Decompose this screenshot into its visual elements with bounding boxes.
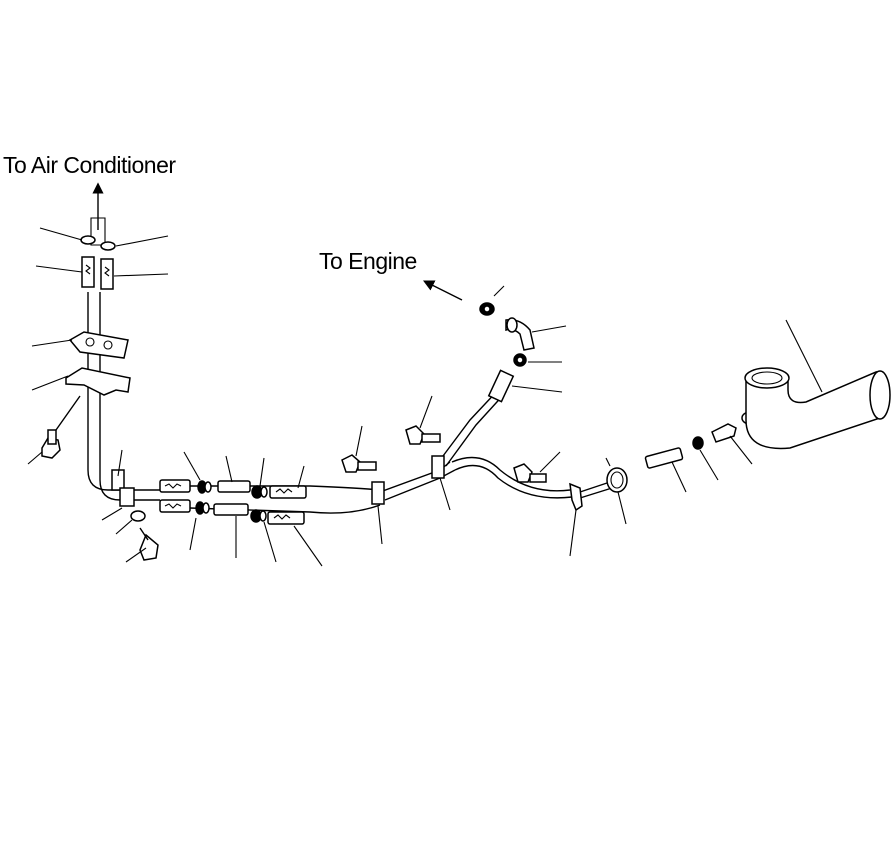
leader-lines [27, 227, 823, 567]
arrow-to-engine [422, 280, 463, 301]
ac-fittings [41, 235, 131, 459]
label-to-air-conditioner: To Air Conditioner [3, 152, 176, 178]
left-fittings [111, 469, 159, 561]
water-pipe [744, 367, 891, 450]
clamps-center [341, 425, 583, 512]
label-to-engine: To Engine [319, 248, 417, 274]
engine-fittings [479, 302, 535, 403]
couplings-lower [159, 499, 305, 525]
pipe-fittings [606, 411, 759, 493]
couplings-upper [159, 479, 307, 499]
